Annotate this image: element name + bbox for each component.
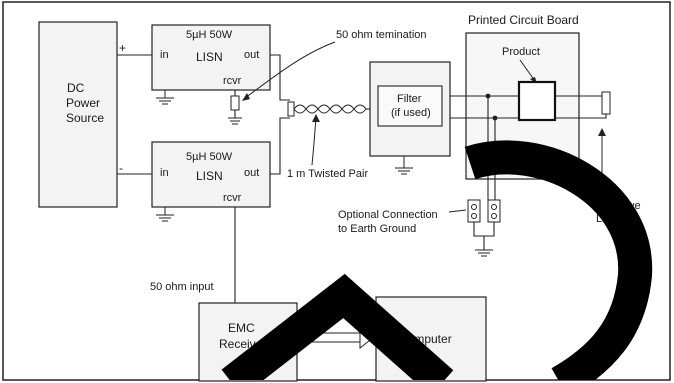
termination-resistor [230,95,240,111]
product-pointer [519,59,536,82]
termination-label: 50 ohm temination [336,29,427,41]
lisn-top-out: out [244,49,259,61]
dc-label-1: DC [67,81,85,95]
resistive-load-resistor [601,91,611,115]
optional-switch-2-icon [487,199,501,223]
filter-inner-block [377,85,443,127]
lisn-bottom-rcvr: rcvr [223,192,242,204]
minus-terminal-label: - [119,161,123,175]
lisn-top-rating: 5µH 50W [186,29,233,41]
ground-symbol-icon [228,117,242,125]
filter-label-2: (if used) [391,107,431,119]
termination-pointer-arrow [244,41,336,99]
filter-label-1: Filter [397,93,422,105]
optional-switch-1-icon [467,199,481,223]
wire-product-to-load-bottom [555,114,607,119]
lisn-bottom-block [151,141,271,208]
twisted-pair-connector [287,101,295,117]
ground-symbol-icon [395,156,413,175]
lisn-top-block [151,24,271,91]
optional-connection-label-2: to Earth Ground [338,223,416,235]
dc-label-3: Source [66,111,104,125]
dc-label-2: Power [66,96,100,110]
ground-symbol-icon [156,90,174,105]
plus-terminal-label: + [119,41,126,55]
lisn-top-rcvr: rcvr [223,75,242,87]
wire-lisn-bottom-out [270,117,290,175]
pcb-title: Printed Circuit Board [468,13,579,27]
lisn-top-name: LISN [196,50,223,64]
product-label: Product [502,46,540,58]
lisn-bottom-out: out [244,167,259,179]
twisted-pair-label: 1 m Twisted Pair [287,168,368,180]
ohm-input-label: 50 ohm input [150,281,214,293]
optional-connection-pointer [448,209,467,213]
watermark-overlay [221,140,653,380]
wire-lisn-top-out [270,54,290,101]
product-block [517,80,557,122]
ground-symbol-icon [156,207,174,222]
dc-power-source-block [38,21,118,208]
optional-connection-label-1: Optional Connection [338,209,438,221]
lisn-bottom-name: LISN [196,169,223,183]
twisted-pair-cable [293,104,370,114]
lisn-top-in: in [160,49,169,61]
lisn-bottom-rating: 5µH 50W [186,151,233,163]
emc-receiver-label-1: EMC [228,321,255,335]
lisn-bottom-in: in [160,167,169,179]
ground-symbol-icon [475,249,493,257]
